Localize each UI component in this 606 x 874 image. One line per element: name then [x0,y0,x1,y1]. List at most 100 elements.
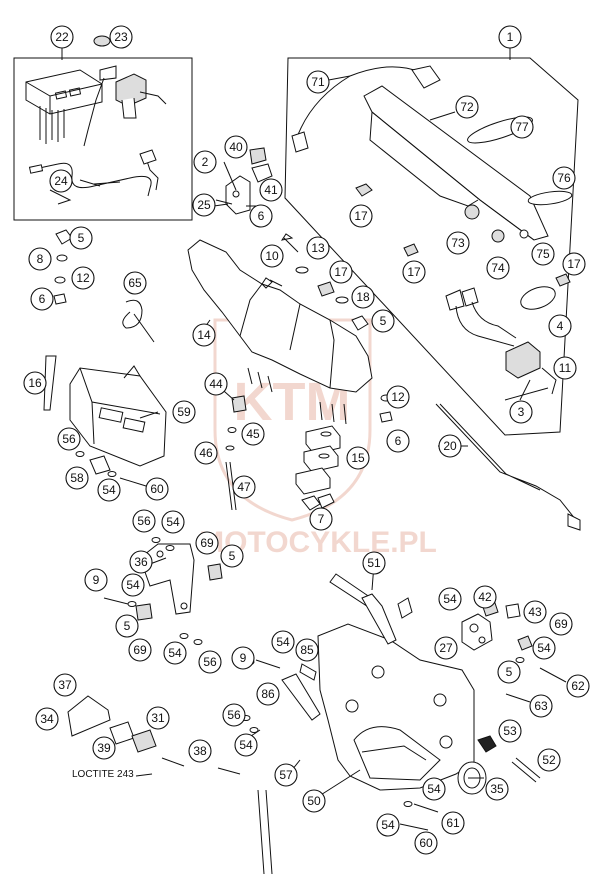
bolt-38 [161,757,185,767]
bolt-52 [511,757,541,783]
headlight-mask [363,85,549,241]
callout-number: 3 [518,405,525,419]
callout-circle [71,266,95,290]
callout-circle [473,585,497,609]
callout-circle [57,427,81,451]
spacer-58 [89,455,111,475]
callout-circle [438,434,462,458]
callout-circle [548,314,572,338]
callout-circle [552,166,576,190]
washer-56c [193,639,203,645]
spacer-39 [109,721,135,745]
callout-circle [109,25,133,49]
callout-5-3: 5 [220,544,244,568]
callout-number: 57 [279,768,293,782]
callout-circle [224,135,248,159]
callout-65: 65 [123,271,147,295]
callout-number: 58 [70,471,84,485]
washer-46 [225,445,235,451]
callout-number: 35 [490,782,504,796]
callout-77: 77 [510,115,534,139]
callout-labels: 1234555556667899101112121314151617171717… [23,25,590,855]
callout-number: 6 [395,434,402,448]
callout-76: 76 [552,166,576,190]
callout-number: 22 [55,30,69,44]
callout-5: 5 [69,226,93,250]
callout-number: 76 [557,171,571,185]
callout-1: 1 [498,25,522,49]
callout-57: 57 [274,763,298,787]
washer-54a [107,471,117,477]
callout-number: 1 [507,30,514,44]
callout-circle [204,372,228,396]
callout-circle [231,646,255,670]
callout-6: 6 [30,287,54,311]
callout-8: 8 [28,247,52,271]
bolt-60a [119,477,147,487]
callout-circle [198,650,222,674]
callout-25: 25 [192,193,216,217]
strap-16 [43,355,57,411]
callout-circle [192,323,216,347]
callout-number: 11 [559,361,572,375]
callout-circle [121,573,145,597]
bracket-27 [461,613,493,651]
callout-number: 54 [537,641,551,655]
callout-number: 54 [427,782,441,796]
speedometer-group-frame [13,48,193,221]
callout-39: 39 [92,736,116,760]
callout-number: 61 [446,816,460,830]
callout-circle [386,429,410,453]
callout-number: 17 [334,265,348,279]
cable-tie-65 [122,299,155,343]
callout-number: 34 [40,712,54,726]
sensor-unit [115,73,167,119]
callout-number: 5 [78,231,85,245]
washer-56b [151,537,161,543]
callout-circle [537,748,561,772]
cap-23 [93,35,111,47]
callout-circle [414,831,438,855]
washer-54f [403,801,413,807]
callout-31: 31 [146,706,170,730]
callout-circle [161,510,185,534]
callout-17-4: 17 [562,252,586,276]
callout-22: 22 [50,25,74,49]
callout-6-3: 6 [386,429,410,453]
callout-circle [195,531,219,555]
callout-number: 60 [150,482,164,496]
callout-number: 54 [443,592,457,606]
callout-number: 17 [567,257,581,271]
callout-60-2: 60 [414,831,438,855]
callout-58: 58 [65,466,89,490]
callout-number: 20 [443,439,457,453]
nut-7 [301,493,335,511]
callout-56-4: 56 [222,703,246,727]
callout-circle [146,706,170,730]
callout-number: 5 [506,665,513,679]
callout-circle [486,256,510,280]
callout-47: 47 [232,475,256,499]
callout-72: 72 [455,95,479,119]
callout-circle [553,356,577,380]
note-leader [135,773,153,777]
callout-number: 54 [239,738,253,752]
callout-69-2: 69 [128,638,152,662]
callout-number: 77 [515,120,529,134]
callout-54-7: 54 [438,587,462,611]
callout-17-2: 17 [402,260,426,284]
callout-number: 8 [37,252,44,266]
callout-circle [402,260,426,284]
nut-5a [351,315,369,331]
callout-number: 62 [571,679,585,693]
callout-circle [84,568,108,592]
callout-circle [271,630,295,654]
callout-circle [532,636,556,660]
callout-number: 74 [491,261,505,275]
lever-86 [281,673,321,721]
callout-number: 73 [451,236,465,250]
washer-54e [515,657,525,663]
rod-57 [257,789,273,874]
bracket-59 [69,365,167,467]
